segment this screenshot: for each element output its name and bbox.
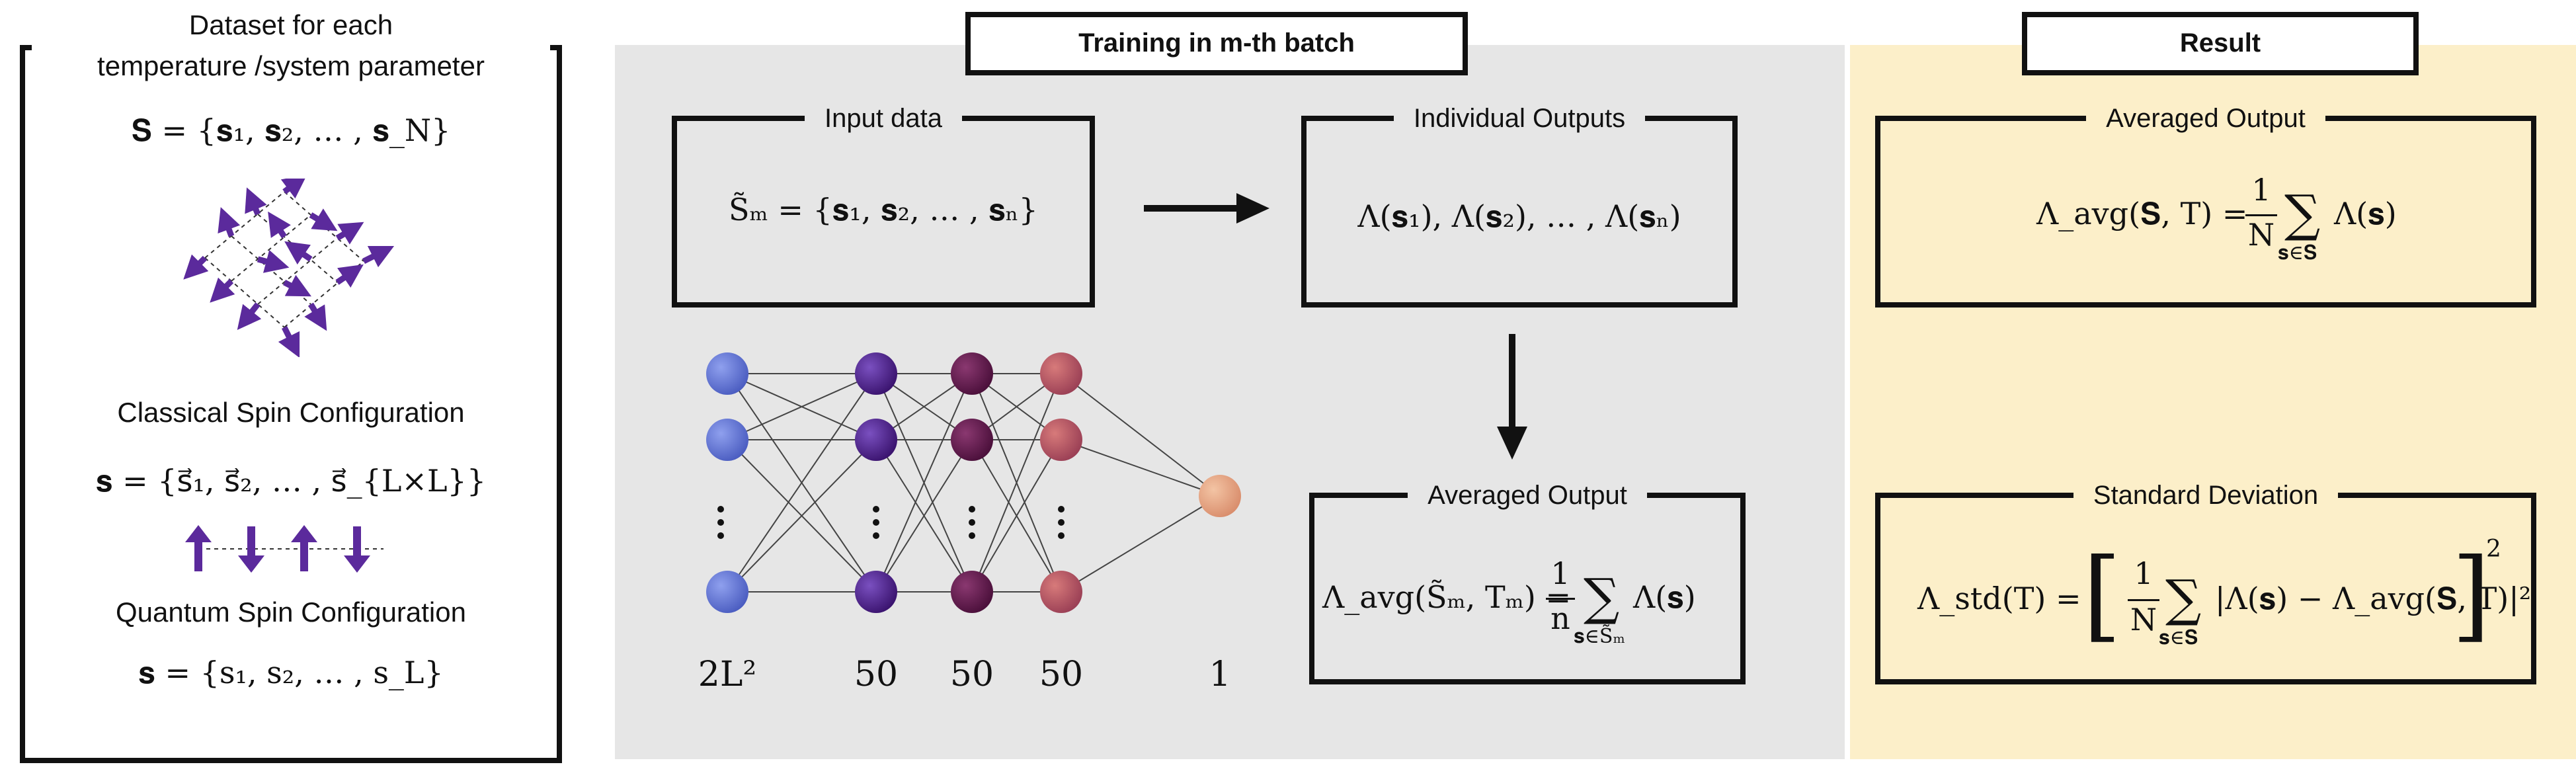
- result-averaged-equation: Λ_avg(𝐒, T) = 1 N ∑ 𝐬∈𝐒 Λ(𝐬): [2036, 172, 2433, 278]
- individual-outputs-box: Individual Outputs: [1301, 104, 1738, 308]
- result-averaged-output-box: Averaged Output: [1875, 104, 2536, 308]
- dataset-equation: 𝐒 = {𝐬₁, 𝐬₂, … , 𝐬_N}: [131, 112, 451, 148]
- spin-lattice-icon: [183, 179, 395, 357]
- neural-network-diagram: [706, 352, 1241, 613]
- hidden1-node: [855, 419, 897, 461]
- result-avg-sum-sub: 𝐬∈𝐒: [2278, 241, 2317, 265]
- input-node: [706, 352, 748, 395]
- hidden2-node: [951, 352, 993, 395]
- std-bracket-left: [: [2083, 538, 2122, 653]
- layer-label-input: 2L²: [698, 655, 757, 694]
- classical-spin-equation: 𝐬 = {s⃗₁, s⃗₂, … , s⃗_{L×L}}: [95, 463, 487, 499]
- layer-label-hidden2: 50: [949, 655, 994, 694]
- hidden1-node: [855, 571, 897, 613]
- quantum-spins-icon: [185, 525, 383, 573]
- result-avg-frac-num: 1: [2251, 172, 2271, 208]
- batch-avg-frac-num: 1: [1550, 555, 1570, 591]
- std-sum-sign: ∑: [2165, 569, 2202, 628]
- quantum-spin-equation: 𝐬 = {s₁, s₂, … , s_L}: [138, 655, 444, 690]
- layer-label-hidden3: 50: [1039, 655, 1084, 694]
- hidden2-node: [951, 571, 993, 613]
- input-node: [706, 419, 748, 461]
- input-data-box: Input data: [672, 104, 1095, 308]
- std-bracket-right: ]: [2452, 538, 2491, 653]
- result-avg-rhs: Λ(𝐬): [2334, 196, 2397, 231]
- dataset-bracket: [20, 45, 562, 763]
- input-node: [706, 571, 748, 613]
- hidden3-node: [1040, 571, 1082, 613]
- input-data-equation: S̃ₘ = {𝐬₁, 𝐬₂, … , 𝐬ₙ}: [729, 192, 1038, 227]
- hidden1-node: [855, 352, 897, 395]
- std-frac-den: N: [2130, 602, 2157, 637]
- output-node: [1199, 475, 1241, 517]
- result-panel: [1850, 45, 2576, 759]
- input-data-label: Input data: [805, 104, 962, 133]
- layer-label-hidden1: 50: [854, 655, 899, 694]
- batch-averaged-equation: Λ_avg(S̃ₘ, Tₘ) = 1 n ∑ 𝐬∈S̃ₘ Λ(𝐬): [1322, 555, 1732, 661]
- batch-averaged-output-box: Averaged Output: [1309, 481, 1746, 684]
- hidden3-node: [1040, 419, 1082, 461]
- std-power: 2: [2486, 536, 2501, 563]
- result-avg-frac-bar: [2245, 214, 2277, 216]
- arrow-down-icon: [1497, 334, 1527, 460]
- std-lhs: Λ_std(T) =: [1917, 581, 2081, 616]
- batch-avg-sum-sign: ∑: [1584, 567, 1620, 626]
- bracket-tick-right: [550, 45, 562, 50]
- dataset-title-line1: Dataset for each: [188, 9, 393, 40]
- batch-avg-frac-den: n: [1550, 600, 1570, 636]
- individual-outputs-label: Individual Outputs: [1393, 104, 1646, 133]
- result-averaged-output-label: Averaged Output: [2086, 104, 2325, 133]
- individual-outputs-equation: Λ(𝐬₁), Λ(𝐬₂), … , Λ(𝐬ₙ): [1357, 198, 1681, 234]
- hidden2-node: [951, 419, 993, 461]
- classical-spin-label: Classical Spin Configuration: [117, 397, 465, 428]
- batch-avg-rhs: Λ(𝐬): [1633, 579, 1696, 615]
- result-avg-lhs: Λ_avg(𝐒, T) =: [2036, 196, 2248, 231]
- training-title: Training in m-th batch: [965, 12, 1468, 75]
- bracket-tick-left: [20, 45, 32, 50]
- std-frac-bar: [2128, 599, 2159, 601]
- hidden3-node: [1040, 352, 1082, 395]
- std-sum-sub: 𝐬∈𝐒: [2159, 626, 2198, 649]
- dataset-title-line2: temperature /system parameter: [97, 50, 485, 81]
- quantum-spin-label: Quantum Spin Configuration: [116, 596, 466, 628]
- std-inner: |Λ(𝐬) − Λ_avg(𝐒, T)|²: [2215, 581, 2532, 616]
- result-title: Result: [2022, 12, 2419, 75]
- result-avg-sum-sign: ∑: [2284, 184, 2321, 243]
- std-frac-num: 1: [2134, 555, 2153, 591]
- standard-deviation-box: Standard Deviation: [1875, 481, 2536, 684]
- batch-avg-sum-sub: 𝐬∈S̃ₘ: [1574, 625, 1625, 648]
- batch-avg-lhs: Λ_avg(S̃ₘ, Tₘ) =: [1322, 579, 1571, 615]
- batch-avg-frac-bar: [1546, 598, 1575, 600]
- batch-averaged-output-label: Averaged Output: [1408, 481, 1647, 510]
- result-avg-frac-den: N: [2247, 217, 2275, 253]
- standard-deviation-label: Standard Deviation: [2073, 481, 2339, 510]
- arrow-right-icon: [1144, 193, 1269, 224]
- training-panel: [615, 45, 1845, 759]
- standard-deviation-equation: Λ_std(T) = [ 1 N ∑ 𝐬∈𝐒 |Λ(𝐬) − Λ_avg(𝐒, …: [1904, 536, 2531, 668]
- layer-label-output: 1: [1209, 655, 1231, 694]
